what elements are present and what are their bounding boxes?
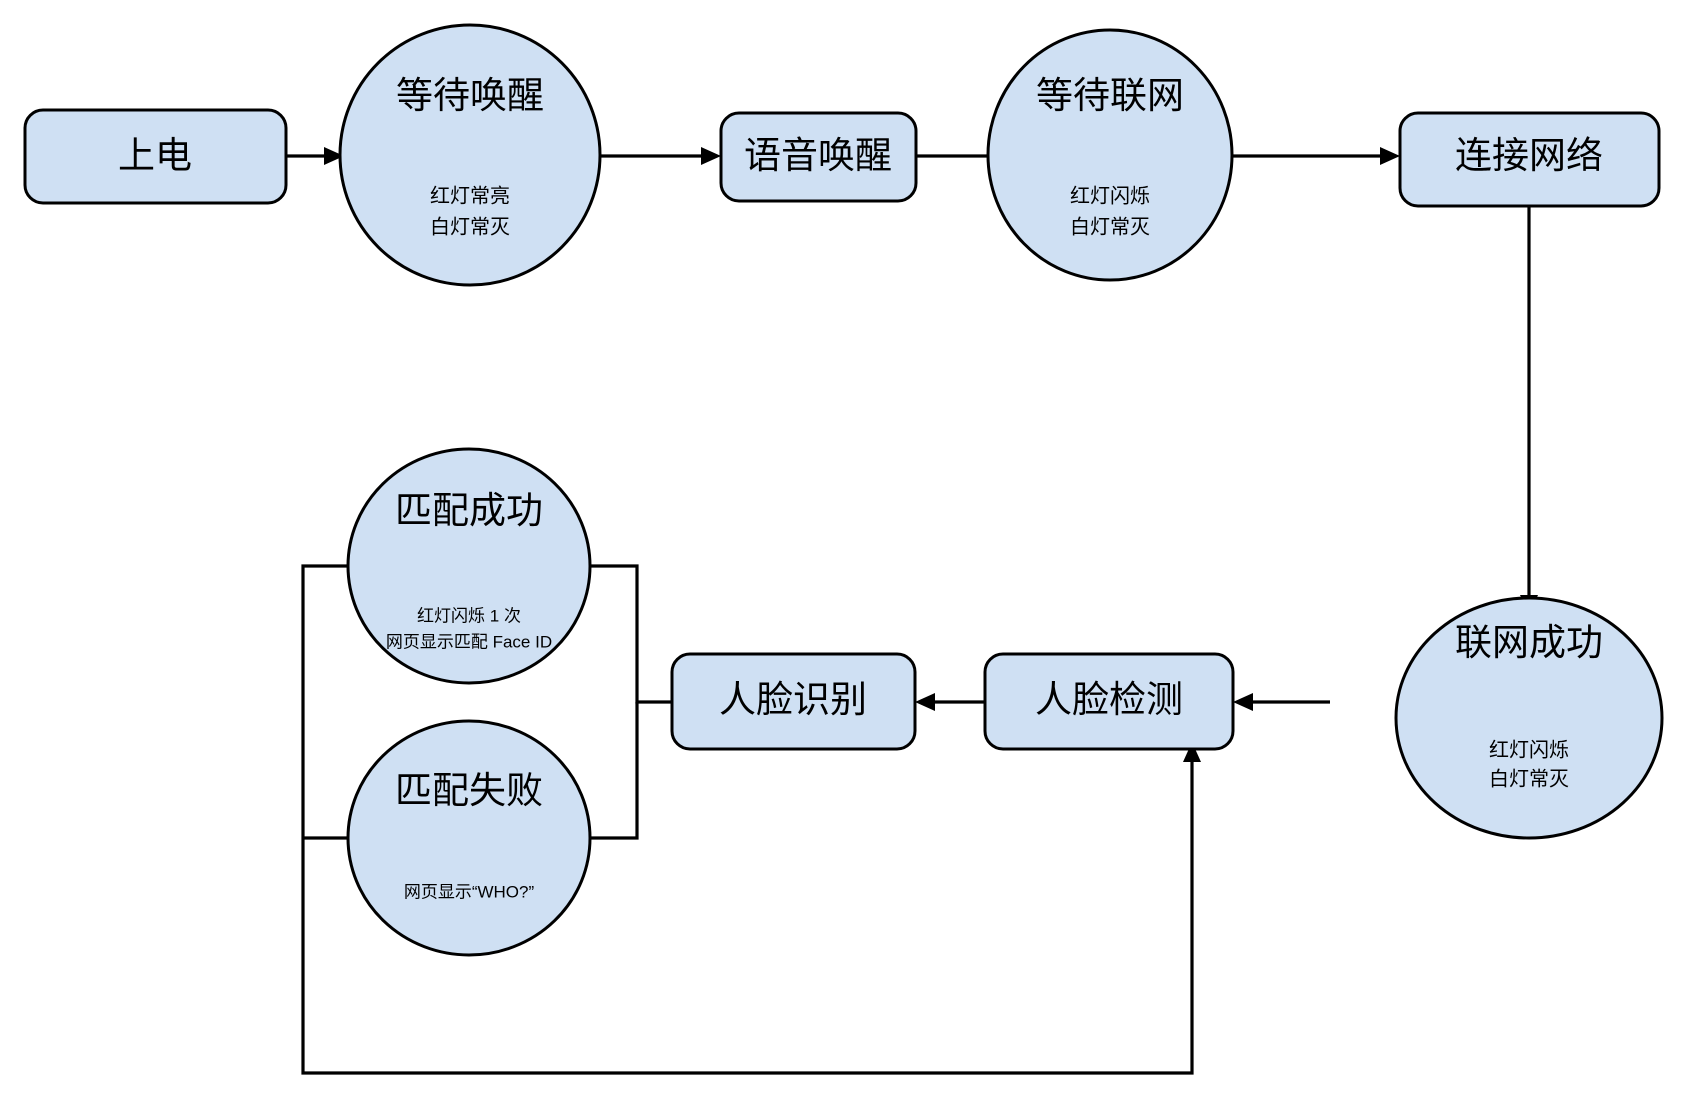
node-match-success[interactable]: 匹配成功 红灯闪烁 1 次 网页显示匹配 Face ID — [346, 447, 592, 685]
voice-wake-shape[interactable] — [719, 111, 918, 203]
connect-network-shape[interactable] — [1398, 111, 1661, 208]
node-wait-network[interactable]: 等待联网 红灯闪烁 白灯常灭 — [986, 28, 1234, 282]
match-fail-shape[interactable] — [346, 719, 592, 957]
node-connect-network[interactable]: 连接网络 — [1398, 111, 1661, 208]
match-fail-sub-line-1: 网页显示“WHO?” — [404, 882, 535, 901]
wait-network-label: 等待联网 — [1036, 75, 1184, 116]
network-success-sub-line-2: 白灯常灭 — [1489, 767, 1569, 790]
network-success-sub-line-1: 红灯闪烁 — [1489, 738, 1569, 761]
face-detect-shape[interactable] — [983, 652, 1235, 751]
node-face-recognize[interactable]: 人脸识别 — [670, 652, 917, 751]
match-success-sub-line-2: 网页显示匹配 Face ID — [386, 632, 552, 651]
node-voice-wake[interactable]: 语音唤醒 — [719, 111, 918, 203]
face-recognize-label: 人脸识别 — [719, 679, 867, 720]
node-match-fail[interactable]: 匹配失败 网页显示“WHO?” — [346, 719, 592, 957]
match-fail-label: 匹配失败 — [395, 770, 543, 811]
edge-face-detect-to-face-recognize — [915, 693, 985, 711]
node-face-detect[interactable]: 人脸检测 — [983, 652, 1235, 751]
wait-network-sub-line-1: 红灯闪烁 — [1070, 184, 1150, 207]
wait-network-sub-line-2: 白灯常灭 — [1070, 215, 1150, 238]
power-on-shape[interactable] — [23, 108, 288, 205]
match-success-shape[interactable] — [346, 447, 592, 685]
connect-network-label: 连接网络 — [1455, 135, 1603, 176]
network-success-label: 联网成功 — [1455, 622, 1603, 663]
face-recognize-shape[interactable] — [670, 652, 917, 751]
node-wait-wake[interactable]: 等待唤醒 红灯常亮 白灯常灭 — [338, 23, 602, 287]
power-on-label: 上电 — [118, 135, 192, 176]
wait-network-shape[interactable] — [986, 28, 1234, 282]
match-success-sub-line-1: 红灯闪烁 1 次 — [417, 606, 521, 625]
edge-wait-network-to-connect-network — [1230, 147, 1400, 165]
edge-face-recognize-to-match-branch — [590, 564, 672, 840]
wait-wake-sub-line-2: 白灯常灭 — [430, 215, 510, 238]
node-network-success[interactable]: 联网成功 红灯闪烁 白灯常灭 — [1394, 596, 1664, 840]
edge-power-on-to-wait-wake — [286, 147, 344, 165]
wait-wake-sub-line-1: 红灯常亮 — [430, 184, 510, 207]
face-detect-label: 人脸检测 — [1035, 679, 1183, 720]
edge-connect-network-to-network-success — [1520, 206, 1538, 615]
edge-network-success-to-face-detect — [1233, 693, 1330, 711]
edge-match-branch-feedback-to-face-detect — [301, 564, 1201, 1075]
match-success-label: 匹配成功 — [395, 490, 543, 531]
voice-wake-label: 语音唤醒 — [744, 135, 892, 176]
network-success-shape[interactable] — [1394, 596, 1664, 840]
node-power-on[interactable]: 上电 — [23, 108, 288, 205]
wait-wake-shape[interactable] — [338, 23, 602, 287]
edge-wait-wake-to-voice-wake — [600, 147, 721, 165]
wait-wake-label: 等待唤醒 — [396, 75, 544, 116]
